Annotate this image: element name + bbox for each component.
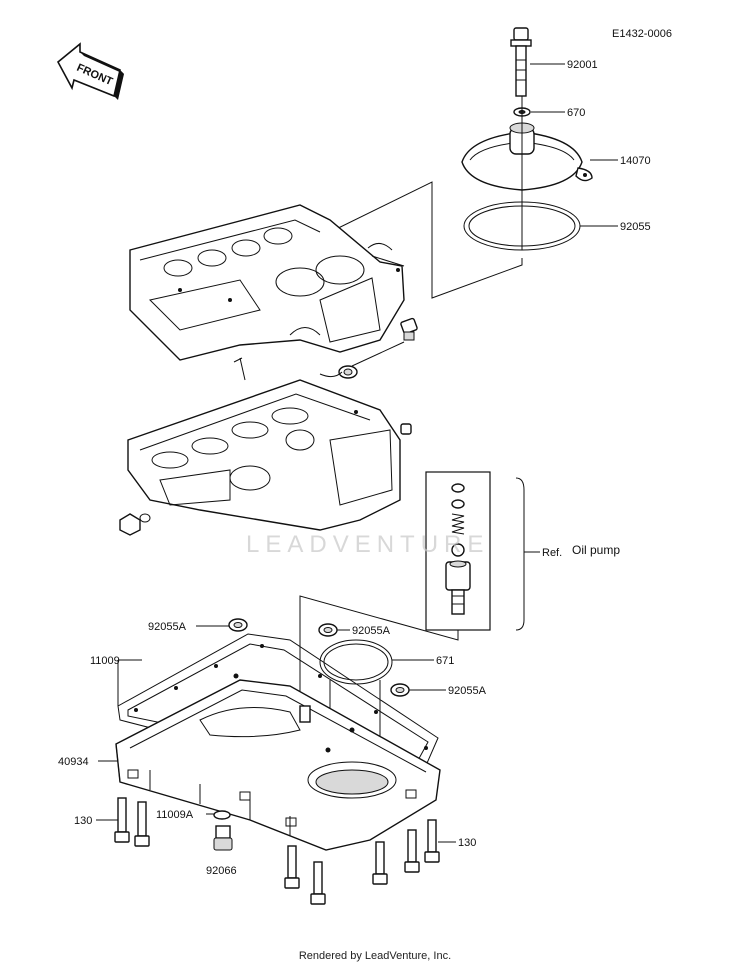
plug-92066 bbox=[213, 825, 233, 851]
callout-92055A-1: 92055A bbox=[148, 621, 187, 633]
plug-fitting bbox=[400, 423, 412, 435]
callout-92055: 92055 bbox=[620, 221, 651, 233]
diagram-id: E1432-0006 bbox=[612, 28, 672, 40]
seal-92055A-2 bbox=[318, 623, 338, 637]
footer-credit: Rendered by LeadVenture, Inc. bbox=[298, 950, 452, 962]
callout-14070: 14070 bbox=[620, 155, 651, 167]
seal-92055A-3 bbox=[390, 683, 410, 697]
watermark: LEADVENTURE bbox=[246, 531, 489, 558]
callout-92066: 92066 bbox=[206, 865, 237, 877]
callout-670: 670 bbox=[567, 107, 585, 119]
upper-crankcase bbox=[129, 204, 405, 361]
oil-pump-reference bbox=[425, 471, 491, 631]
bolt-130-bottom-e bbox=[424, 819, 440, 863]
bolt-130-bottom-d bbox=[404, 829, 420, 873]
bolt-130-bottom-b bbox=[310, 861, 326, 905]
callout-671: 671 bbox=[436, 655, 454, 667]
ref-prefix: Ref. bbox=[542, 547, 562, 559]
bolt-130-bottom-c bbox=[372, 841, 388, 885]
oil-fitting bbox=[338, 365, 358, 379]
callout-92055A-2: 92055A bbox=[352, 625, 391, 637]
bolt-92001 bbox=[510, 27, 532, 97]
bolt-130-left-a bbox=[114, 797, 130, 843]
oil-filter-cover-14070 bbox=[461, 122, 593, 191]
oil-pan-40934 bbox=[115, 673, 441, 851]
callout-40934: 40934 bbox=[58, 756, 89, 768]
callout-92001: 92001 bbox=[567, 59, 598, 71]
bolt-130-bottom-a bbox=[284, 845, 300, 889]
seal-92055A-1 bbox=[228, 618, 248, 632]
callout-130-left: 130 bbox=[74, 815, 92, 827]
callout-92055A-3: 92055A bbox=[448, 685, 487, 697]
callout-11009A: 11009A bbox=[156, 809, 194, 821]
oil-pressure-switch bbox=[400, 317, 418, 341]
callout-130-right: 130 bbox=[458, 837, 476, 849]
o-ring-671 bbox=[319, 639, 393, 685]
lower-crankcase bbox=[127, 379, 401, 531]
ref-oil-pump: Oil pump bbox=[572, 543, 620, 557]
drain-plug bbox=[119, 513, 151, 536]
washer-11009A bbox=[213, 810, 231, 820]
callout-11009: 11009 bbox=[90, 655, 120, 667]
front-arrow-icon: FRONT bbox=[56, 42, 124, 100]
bolt-130-left-b bbox=[134, 801, 150, 847]
